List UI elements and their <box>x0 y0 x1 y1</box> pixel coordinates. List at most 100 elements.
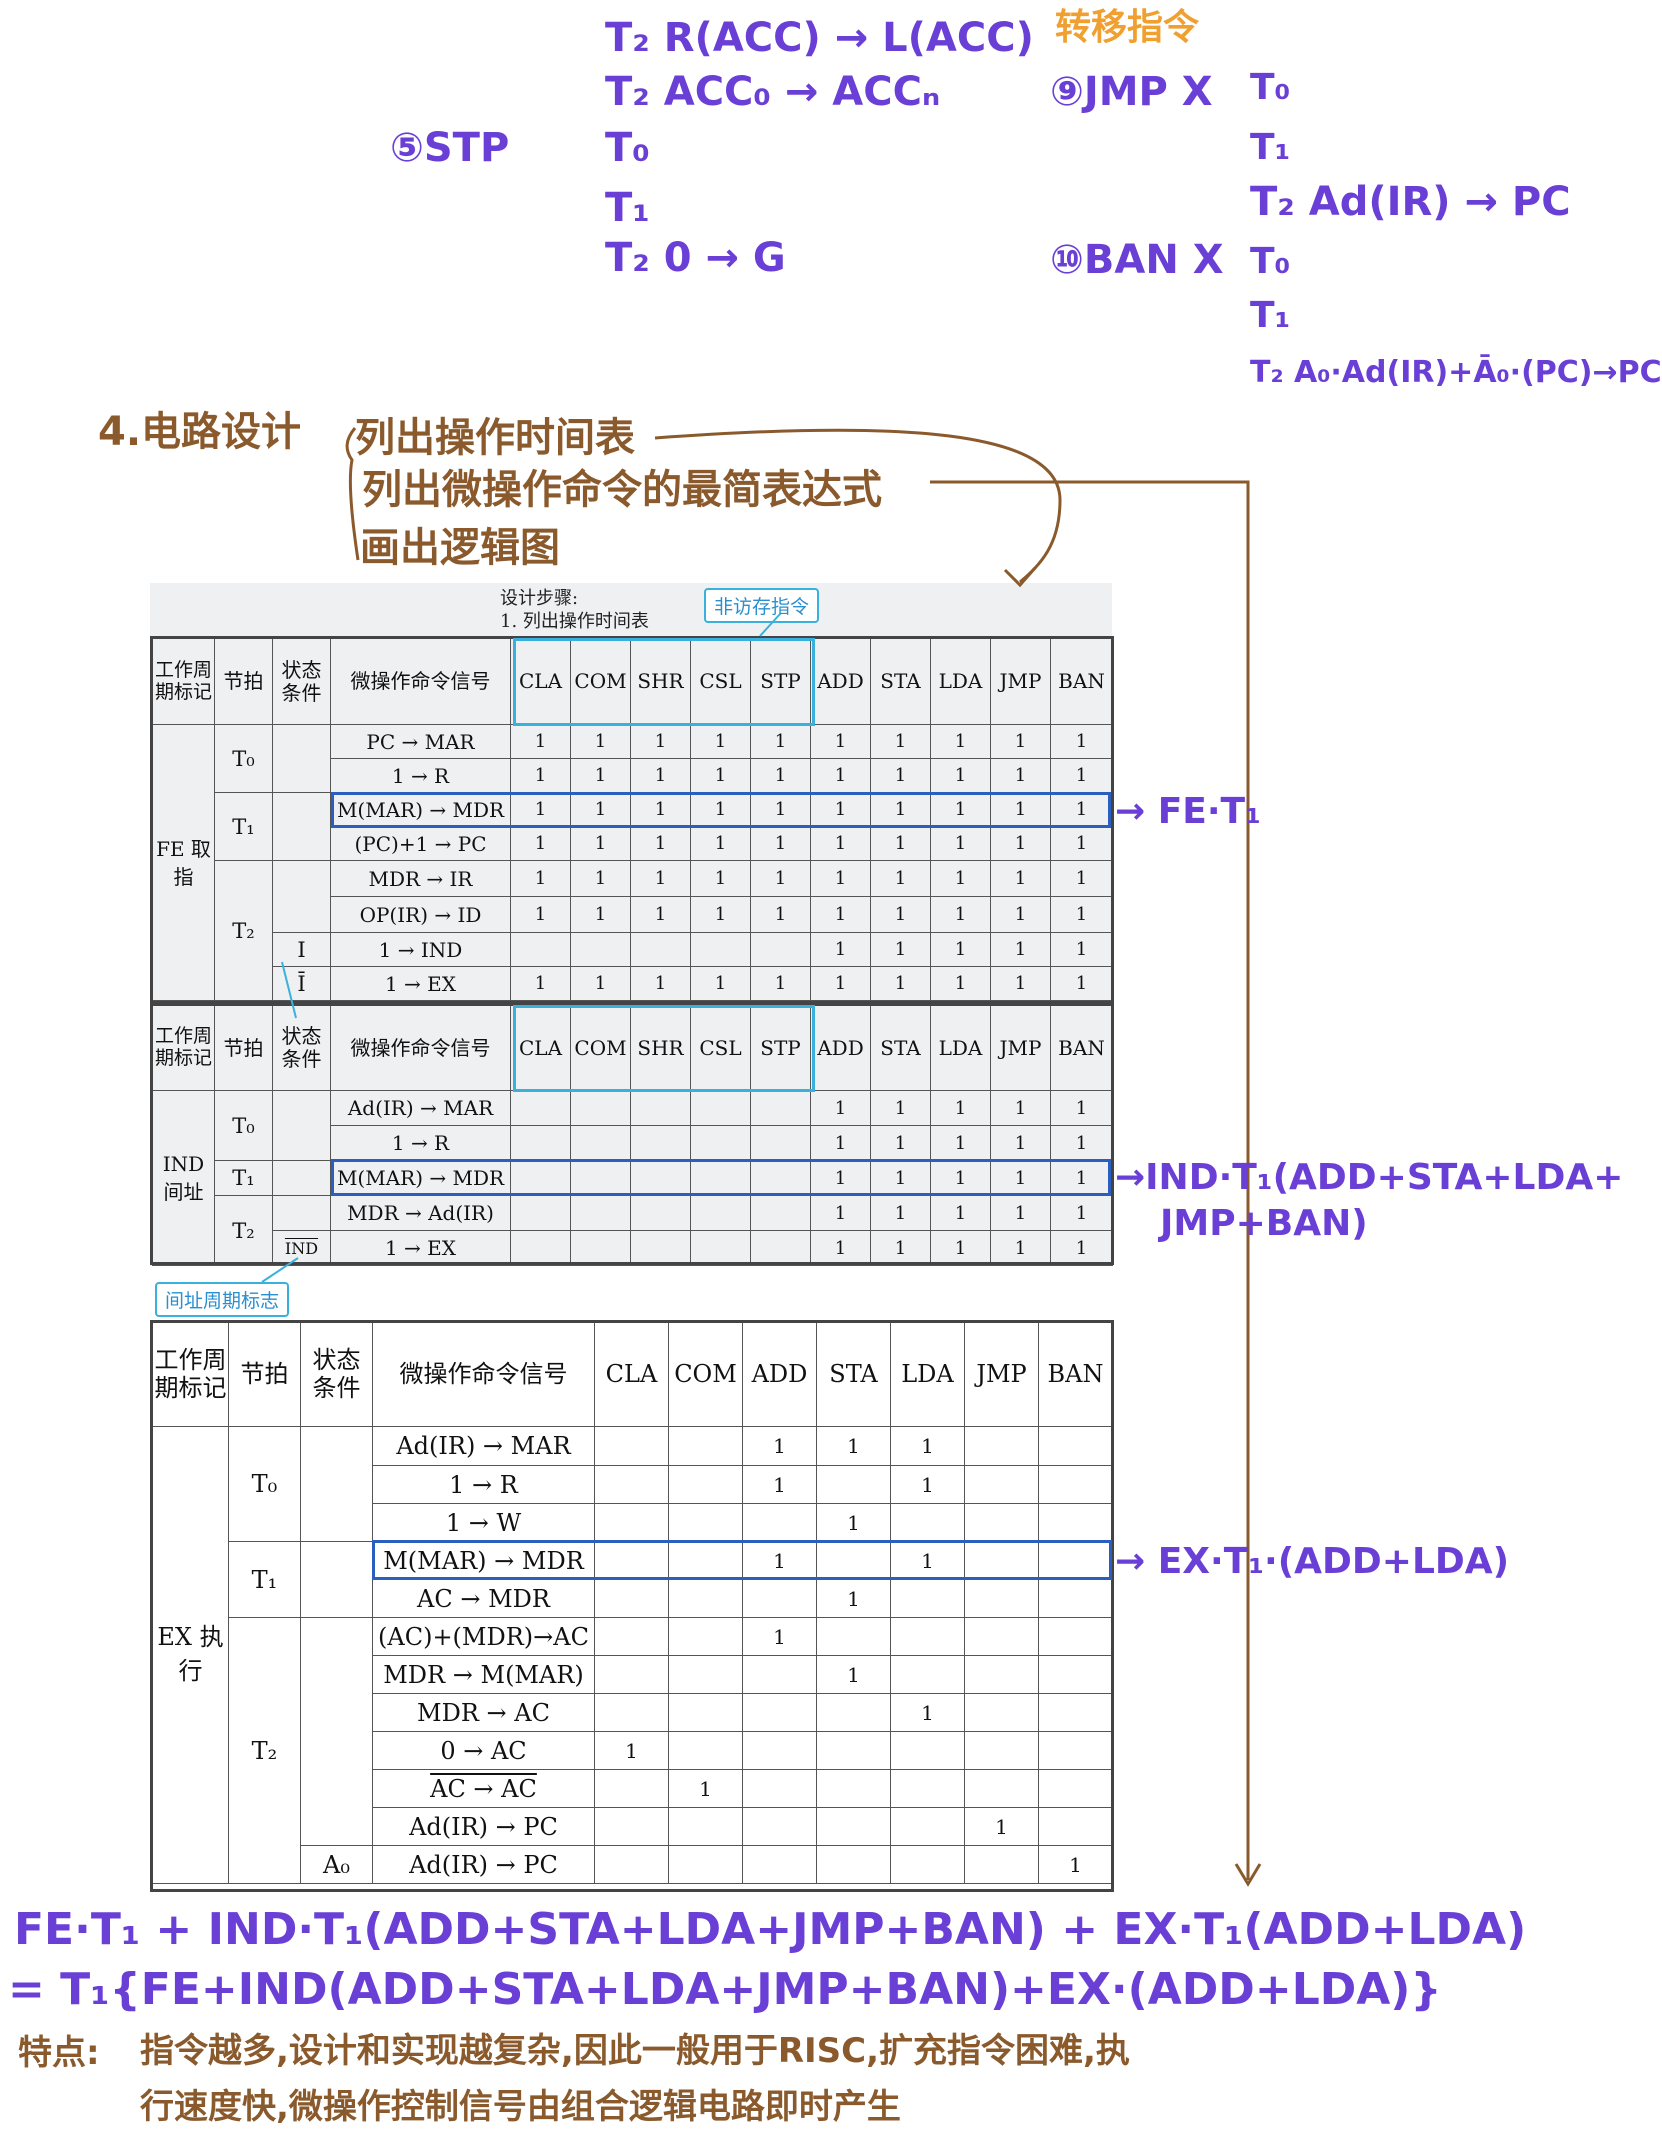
value-cell: 1 <box>930 792 991 827</box>
value-cell <box>890 1845 965 1884</box>
col-instr: CSL <box>690 1005 751 1091</box>
scan-title: 设计步骤: <box>500 588 579 609</box>
value-cell: 1 <box>510 758 571 793</box>
fe-cond-empty <box>272 724 331 793</box>
value-cell: 1 <box>1050 1090 1113 1126</box>
ind-cycle-label: IND 间址 <box>152 1090 215 1266</box>
summary-line2: 行速度快,微操作控制信号由组合逻辑电路即时产生 <box>140 2087 901 2127</box>
col-signal: 微操作命令信号 <box>330 638 511 725</box>
col-instr: LDA <box>930 638 991 725</box>
summary-line1: 指令越多,设计和实现越复杂,因此一般用于RISC,扩充指令困难,执 <box>140 2031 1130 2071</box>
value-cell: 1 <box>750 792 811 827</box>
fe-cond: I <box>272 932 331 967</box>
value-cell <box>890 1617 965 1656</box>
col-instr: STA <box>870 1005 931 1091</box>
value-cell <box>742 1845 817 1884</box>
op-cell: (AC)+(MDR)→AC <box>372 1617 595 1656</box>
op-cell: 1 → IND <box>330 932 511 967</box>
col-instr: STA <box>816 1322 891 1427</box>
table-row: T₂ (AC)+(MDR)→AC 1 <box>153 1617 1113 1884</box>
ex-table-frame <box>150 1320 1114 1892</box>
note-line2: T₂ ACC₀ → ACCₙ <box>605 69 941 115</box>
ind-header-row: 工作周期标记 节拍 状态条件 微操作命令信号 CLA COM SHR CSL S… <box>152 1005 1113 1091</box>
ex-annotation: → EX·T₁·(ADD+LDA) <box>1115 1541 1510 1582</box>
op-cell: PC → MAR <box>330 724 511 759</box>
op-text: AC → AC <box>430 1774 537 1803</box>
col-signal: 微操作命令信号 <box>330 1005 511 1091</box>
value-cell <box>1038 1769 1113 1808</box>
value-cell: 1 <box>810 1160 871 1196</box>
value-cell <box>668 1503 743 1542</box>
value-cell <box>668 1845 743 1884</box>
value-cell <box>1038 1693 1113 1732</box>
op-cell: 1 → W <box>372 1503 595 1542</box>
value-cell <box>668 1731 743 1770</box>
ex-beat: T₂ <box>228 1617 301 1884</box>
value-cell: 1 <box>750 758 811 793</box>
value-cell: 1 <box>810 724 871 759</box>
col-instr: SHR <box>630 1005 691 1091</box>
design-step3: 画出逻辑图 <box>360 525 560 571</box>
formula-line1: FE·T₁ + IND·T₁(ADD+STA+LDA+JMP+BAN) + EX… <box>14 1904 1527 1955</box>
note-jmp-t2: T₂ Ad(IR) → PC <box>1250 179 1571 225</box>
ind-cond: IND <box>272 1230 331 1266</box>
value-cell: 1 <box>630 896 691 933</box>
value-cell: 1 <box>930 932 991 967</box>
value-cell <box>816 1807 891 1846</box>
col-cond: 状态条件 <box>300 1322 373 1427</box>
value-cell: 1 <box>870 758 931 793</box>
col-instr: ADD <box>810 638 871 725</box>
value-cell <box>816 1693 891 1732</box>
value-cell: 1 <box>570 724 631 759</box>
op-cell: MDR → IR <box>330 860 511 897</box>
value-cell <box>510 1125 571 1161</box>
formula-line2: = T₁{FE+IND(ADD+STA+LDA+JMP+BAN)+EX·(ADD… <box>8 1964 1442 2015</box>
col-cond: 状态条件 <box>272 1005 331 1091</box>
op-cell: (PC)+1 → PC <box>330 826 511 861</box>
value-cell: 1 <box>890 1465 965 1504</box>
value-cell: 1 <box>594 1731 669 1770</box>
value-cell: 1 <box>870 966 931 1001</box>
value-cell <box>742 1731 817 1770</box>
value-cell: 1 <box>1038 1845 1113 1884</box>
col-instr: CLA <box>510 638 571 725</box>
value-cell <box>890 1503 965 1542</box>
ind-annotation-1: →IND·T₁(ADD+STA+LDA+ <box>1115 1157 1624 1198</box>
col-instr: COM <box>668 1322 743 1427</box>
col-instr: STP <box>750 638 811 725</box>
note-jmp: ⑨JMP X <box>1050 69 1213 115</box>
value-cell <box>1038 1807 1113 1846</box>
value-cell: 1 <box>750 724 811 759</box>
value-cell <box>630 1230 691 1266</box>
value-cell <box>964 1503 1039 1542</box>
fe-annotation: → FE·T₁ <box>1115 791 1261 832</box>
value-cell <box>890 1769 965 1808</box>
op-cell: Ad(IR) → PC <box>372 1845 595 1884</box>
col-beat: 节拍 <box>214 638 273 725</box>
value-cell <box>570 1125 631 1161</box>
note-ban-t0: T₀ <box>1250 241 1291 282</box>
value-cell: 1 <box>870 1160 931 1196</box>
col-instr: ADD <box>810 1005 871 1091</box>
value-cell: 1 <box>630 758 691 793</box>
table-row: Ad(IR) → PC 1 <box>153 1807 1113 1846</box>
op-cell: MDR → M(MAR) <box>372 1655 595 1694</box>
value-cell: 1 <box>816 1655 891 1694</box>
value-cell <box>510 1160 571 1196</box>
op-cell: Ad(IR) → PC <box>372 1807 595 1846</box>
col-instr: BAN <box>1038 1322 1113 1427</box>
table-row: AC → AC 1 <box>153 1769 1113 1808</box>
summary-label: 特点: <box>18 2033 100 2073</box>
value-cell: 1 <box>1050 966 1113 1001</box>
value-cell: 1 <box>690 860 751 897</box>
op-cell: Ad(IR) → MAR <box>372 1426 595 1466</box>
brown-arrowhead-down <box>1234 1863 1262 1887</box>
value-cell: 1 <box>630 860 691 897</box>
value-cell: 1 <box>990 1195 1051 1231</box>
table-row: 0 → AC 1 <box>153 1731 1113 1770</box>
ex-header-row: 工作周期标记 节拍 状态条件 微操作命令信号 CLA COM ADD STA L… <box>152 1322 1113 1427</box>
